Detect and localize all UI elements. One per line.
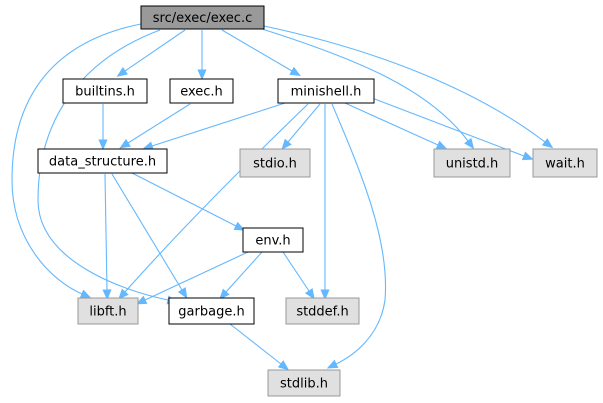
node-data-structure-h[interactable]: data_structure.h <box>37 148 168 174</box>
edge-data-structure-h-to-libft-h <box>102 173 112 301</box>
node-minishell-h[interactable]: minishell.h <box>277 78 375 104</box>
edge-builtins-h-to-data-structure-h <box>98 104 108 151</box>
node-wait-h[interactable]: wait.h <box>532 148 598 178</box>
svg-text:wait.h: wait.h <box>545 157 585 172</box>
edge-minishell-h-to-libft-h <box>118 103 309 300</box>
edge-minishell-h-to-stddef-h <box>320 104 330 301</box>
edge-minishell-h-to-data-structure-h <box>142 102 286 151</box>
edge-garbage-h-to-stdlib-h <box>229 323 290 371</box>
svg-text:builtins.h: builtins.h <box>75 85 135 100</box>
edge-env-h-to-garbage-h <box>219 251 263 300</box>
node-garbage-h[interactable]: garbage.h <box>168 297 255 325</box>
node-libft-h[interactable]: libft.h <box>77 297 139 325</box>
edge-exec-c-to-wait-h <box>263 25 554 149</box>
svg-text:minishell.h: minishell.h <box>291 85 362 100</box>
svg-text:libft.h: libft.h <box>89 305 126 320</box>
svg-text:garbage.h: garbage.h <box>178 305 244 320</box>
edge-minishell-h-to-stdlib-h <box>326 103 387 369</box>
node-builtins-h[interactable]: builtins.h <box>62 78 148 104</box>
svg-text:unistd.h: unistd.h <box>446 157 499 172</box>
edge-data-structure-h-to-env-h <box>131 172 246 231</box>
node-exec-h[interactable]: exec.h <box>169 78 234 104</box>
edge-exec-c-to-minishell-h <box>221 29 301 77</box>
node-exec-c[interactable]: src/exec/exec.c <box>140 5 265 30</box>
edge-exec-c-to-libft-h <box>11 23 142 299</box>
edge-exec-c-to-exec-h <box>197 30 207 81</box>
edge-env-h-to-libft-h <box>135 251 249 305</box>
svg-text:stdio.h: stdio.h <box>253 157 297 172</box>
edge-data-structure-h-to-garbage-h <box>111 173 188 299</box>
node-env-h[interactable]: env.h <box>242 227 304 253</box>
edge-minishell-h-to-wait-h <box>371 97 534 161</box>
edge-exec-c-to-unistd-h <box>261 28 475 150</box>
svg-text:data_structure.h: data_structure.h <box>49 155 156 170</box>
edge-minishell-h-to-unistd-h <box>344 102 448 150</box>
node-stdio-h[interactable]: stdio.h <box>239 148 311 178</box>
svg-text:exec.h: exec.h <box>180 85 223 100</box>
edge-env-h-to-stddef-h <box>282 251 315 300</box>
node-stddef-h[interactable]: stddef.h <box>285 297 360 325</box>
edge-exec-h-to-data-structure-h <box>119 103 191 149</box>
node-stdlib-h[interactable]: stdlib.h <box>267 369 341 397</box>
svg-text:src/exec/exec.c: src/exec/exec.c <box>153 11 252 26</box>
edge-minishell-h-to-stdio-h <box>281 103 321 150</box>
svg-text:stdlib.h: stdlib.h <box>280 377 328 392</box>
svg-text:stddef.h: stddef.h <box>296 305 348 320</box>
node-unistd-h[interactable]: unistd.h <box>433 148 511 178</box>
edge-exec-c-to-builtins-h <box>116 29 186 77</box>
svg-text:env.h: env.h <box>255 234 290 249</box>
